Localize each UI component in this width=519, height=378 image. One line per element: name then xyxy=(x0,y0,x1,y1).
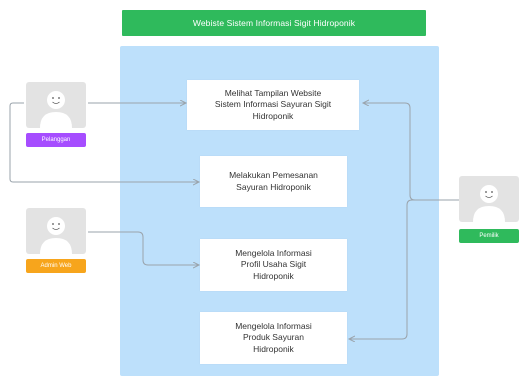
actor-admin-web-label: Admin Web xyxy=(26,259,86,273)
actor-pemilik-card xyxy=(459,176,519,222)
connector-pemilik-melihat xyxy=(363,103,460,201)
usecase-pemesanan[interactable]: Melakukan Pemesanan Sayuran Hidroponik xyxy=(200,156,347,207)
user-avatar-icon xyxy=(473,185,505,222)
connector-pelanggan-pemesanan xyxy=(9,102,199,182)
usecase-produk-sayuran[interactable]: Mengelola Informasi Produk Sayuran Hidro… xyxy=(200,312,347,364)
actor-pelanggan-card xyxy=(26,82,86,128)
user-avatar-icon xyxy=(40,217,72,254)
actor-pelanggan-label: Pelanggan xyxy=(26,133,86,147)
user-avatar-icon xyxy=(40,91,72,128)
usecase-profil-usaha[interactable]: Mengelola Informasi Profil Usaha Sigit H… xyxy=(200,239,347,291)
connector-pemilik-produk xyxy=(349,199,460,339)
actor-admin-web-card xyxy=(26,208,86,254)
actor-pemilik-label: Pemilik xyxy=(459,229,519,243)
connector-admin-profil xyxy=(88,231,199,265)
usecase-melihat-tampilan[interactable]: Melihat Tampilan Website Sistem Informas… xyxy=(187,80,359,130)
diagram-title: Webiste Sistem Informasi Sigit Hidroponi… xyxy=(122,10,426,36)
